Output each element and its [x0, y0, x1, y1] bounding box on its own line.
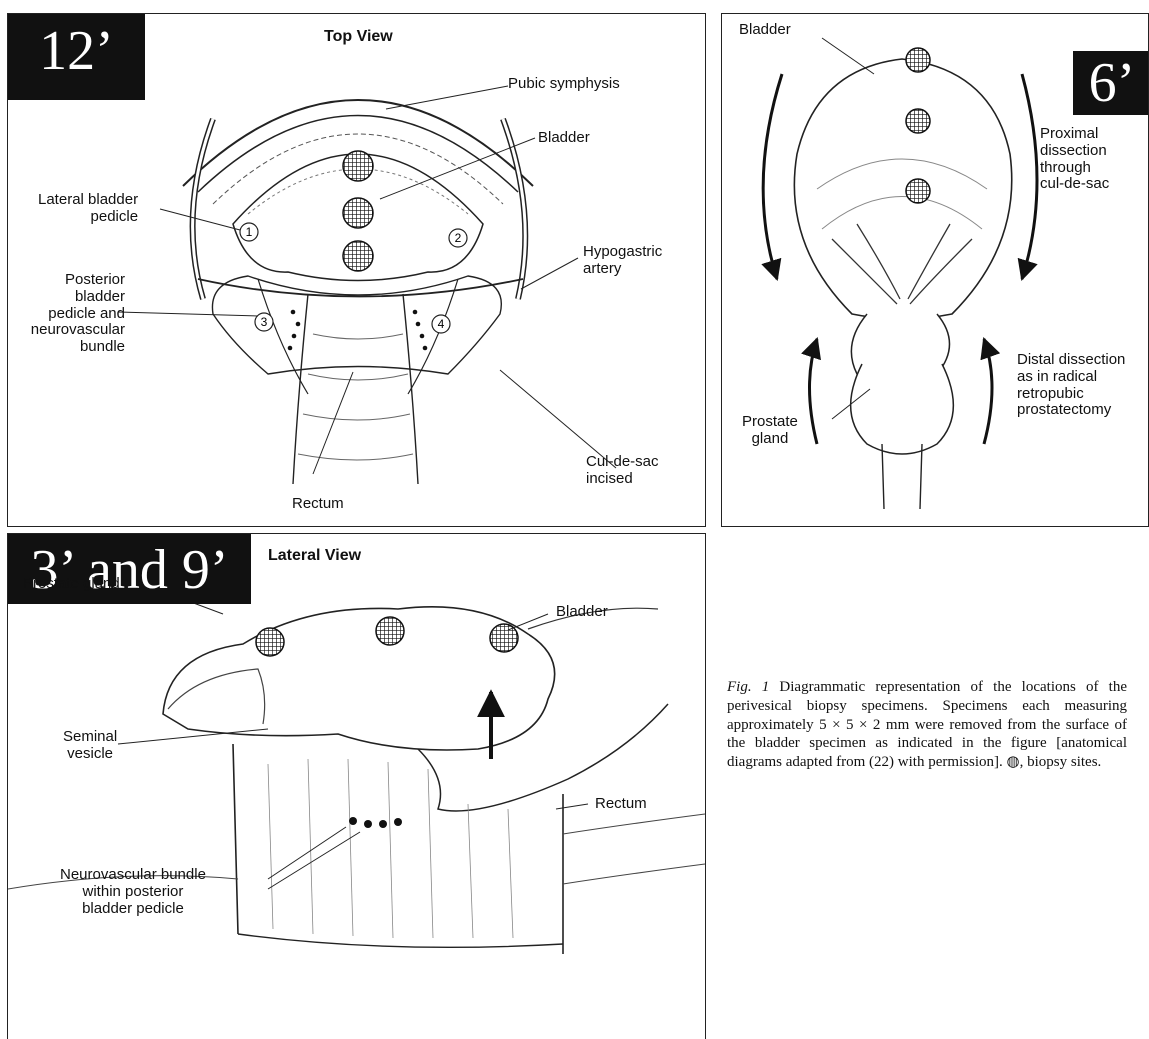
pedicle-number-1: 1	[246, 225, 253, 239]
top-view-title: Top View	[324, 28, 393, 46]
label-rectum-top: Rectum	[292, 496, 344, 513]
label-posterior-pedicle: Posterior bladder pedicle and neurovascu…	[15, 272, 125, 356]
label-neurovascular-bundle: Neurovascular bundle within posterior bl…	[60, 867, 206, 917]
lateral-view-title: Lateral View	[268, 547, 361, 565]
pedicle-number-4: 4	[438, 317, 445, 331]
label-distal-dissection: Distal dissection as in radical retropub…	[1017, 352, 1125, 419]
label-rectum-lateral: Rectum	[595, 796, 647, 813]
caption-text: Diagrammatic representation of the locat…	[727, 679, 1127, 770]
view-badge-3-9: 3’ and 9’	[8, 534, 251, 604]
view-badge-12: 12’	[8, 14, 145, 100]
figure-number: Fig. 1	[727, 679, 769, 695]
view-badge-6: 6’	[1073, 51, 1149, 115]
six-oclock-panel: 6’ Bladder Proximal dissection through c…	[721, 13, 1149, 527]
label-lateral-pedicle: Lateral bladder pedicle	[38, 192, 138, 226]
label-proximal-dissection: Proximal dissection through cul-de-sac	[1040, 126, 1109, 193]
label-hypogastric-artery: Hypogastric artery	[583, 244, 662, 278]
top-view-panel: 1 2 3 4 12’ Top View Pubic symphysis Bla…	[7, 13, 706, 527]
label-bladder-lateral: Bladder	[556, 604, 608, 621]
label-seminal-vesicle: Seminal vesicle	[63, 729, 117, 763]
label-cul-de-sac: Cul-de-sac incised	[586, 454, 659, 488]
label-bladder-top: Bladder	[538, 130, 590, 147]
label-bladder-six: Bladder	[739, 22, 791, 39]
label-prostate-lateral: Prostate gland	[23, 576, 120, 593]
figure-caption: Fig. 1 Diagrammatic representation of th…	[727, 678, 1127, 772]
pedicle-number-2: 2	[455, 231, 462, 245]
top-view-biopsy-sites	[343, 151, 373, 271]
lateral-view-panel: 3’ and 9’ Lateral View Prostate gland Bl…	[7, 533, 706, 1039]
pedicle-number-3: 3	[261, 315, 268, 329]
label-prostate-six: Prostate gland	[742, 414, 798, 448]
lateral-nvb-dots	[349, 817, 402, 828]
label-pubic-symphysis: Pubic symphysis	[508, 76, 620, 93]
